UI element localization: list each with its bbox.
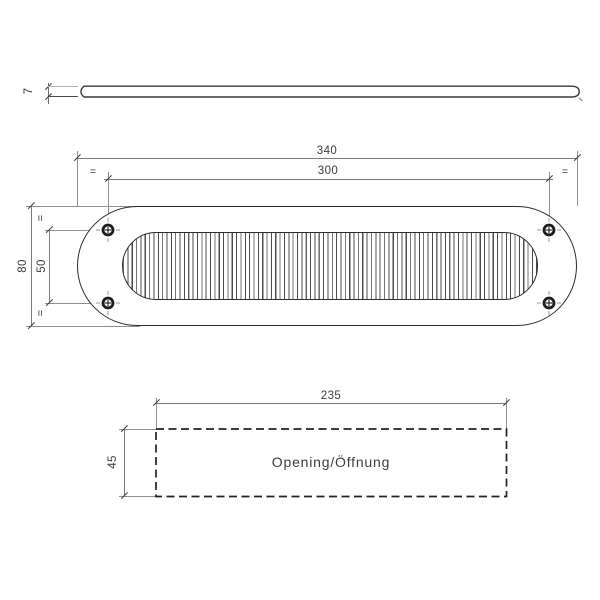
extension-line (119, 429, 156, 430)
opening-width-dim-line (156, 403, 506, 404)
opening-height-dim-label: 45 (107, 455, 119, 469)
screw-hole-top-left (96, 218, 120, 242)
opening-height-dim-line (124, 429, 125, 496)
screw-hole-bottom-right (537, 291, 561, 315)
opening-width-dim-label: 235 (320, 390, 342, 402)
opening-label: Opening/Öffnung (271, 454, 391, 470)
hole-spacing-vert-dim-line (49, 230, 50, 303)
screw-hole-top-right (537, 218, 561, 242)
extension-line (576, 151, 578, 206)
extension-line (26, 325, 140, 327)
extension-line (45, 303, 97, 304)
equal-spacing-mark-bottom: = (35, 309, 47, 317)
extension-line (549, 172, 550, 220)
total-width-dim-label: 340 (316, 145, 338, 157)
hole-spacing-dim-label: 300 (317, 165, 339, 177)
extension-line (156, 398, 157, 429)
plate-end-profile (48, 86, 78, 97)
hole-spacing-vert-dim-label: 50 (36, 259, 48, 273)
screw-hole-bottom-left (96, 291, 120, 315)
thickness-dim-label: 7 (23, 87, 35, 95)
total-height-dim-label: 80 (17, 259, 29, 273)
opening-dashed-outline (155, 428, 508, 498)
extension-line (77, 151, 78, 206)
extension-line (108, 172, 109, 220)
louver-grille (122, 232, 538, 300)
extension-line (505, 398, 507, 429)
extension-line (119, 495, 156, 497)
equal-spacing-mark-top: = (35, 214, 47, 222)
thickness-dim-line (47, 83, 49, 104)
equal-spacing-mark-right: = (561, 166, 569, 178)
total-width-dim-line (77, 158, 577, 159)
total-height-dim-line (31, 206, 32, 326)
extension-line (26, 206, 140, 207)
plate-side-profile (80, 85, 583, 102)
hole-spacing-dim-line (104, 179, 553, 180)
equal-spacing-mark-left: = (89, 166, 97, 178)
extension-line (45, 230, 97, 231)
